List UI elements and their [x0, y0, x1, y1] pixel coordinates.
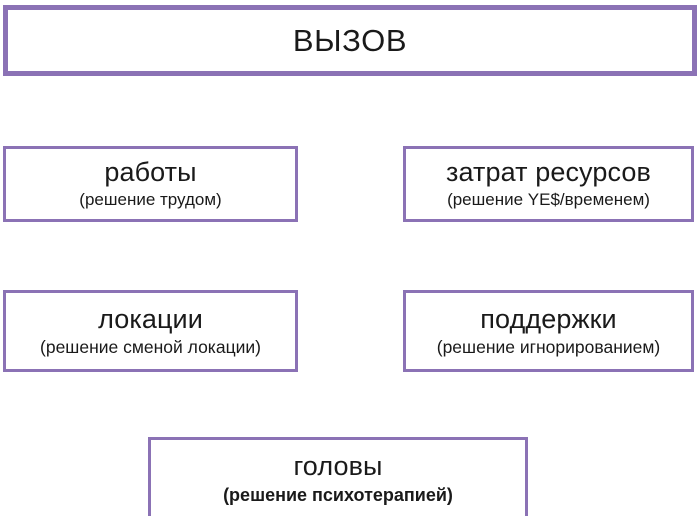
node-work-subtitle: (решение трудом) — [79, 189, 222, 209]
node-work[interactable]: работы (решение трудом) — [3, 146, 298, 222]
node-head-subtitle: (решение психотерапией) — [223, 485, 453, 506]
node-location[interactable]: локации (решение сменой локации) — [3, 290, 298, 372]
node-head-title: головы — [293, 450, 383, 481]
node-challenge-title: ВЫЗОВ — [292, 22, 408, 58]
node-support-title: поддержки — [480, 303, 617, 334]
node-resources-title: затрат ресурсов — [446, 157, 651, 188]
node-support[interactable]: поддержки (решение игнорированием) — [403, 290, 694, 372]
node-challenge[interactable]: ВЫЗОВ — [3, 5, 697, 76]
node-resources-subtitle: (решение YE$/временем) — [447, 189, 650, 209]
node-support-subtitle: (решение игнорированием) — [436, 337, 661, 358]
node-location-subtitle: (решение сменой локации) — [40, 337, 261, 358]
node-resources[interactable]: затрат ресурсов (решение YE$/временем) — [403, 146, 694, 222]
node-work-title: работы — [104, 157, 197, 188]
node-location-title: локации — [98, 303, 203, 334]
node-head[interactable]: головы (решение психотерапией) — [148, 437, 528, 516]
